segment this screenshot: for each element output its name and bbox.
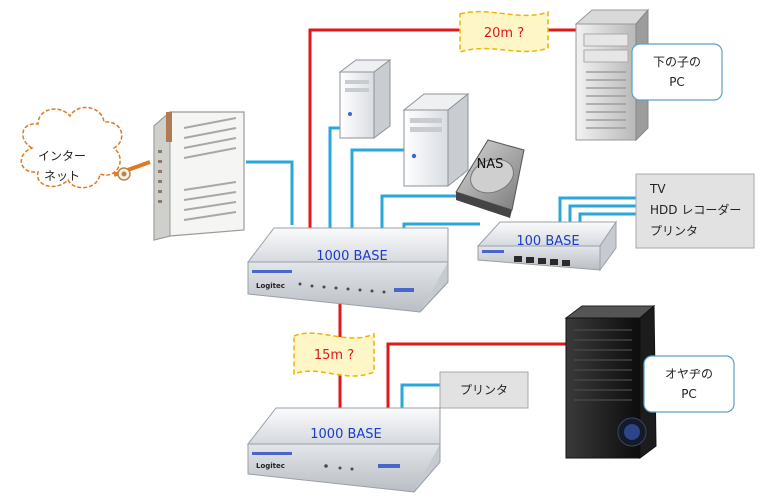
bottom-switch-icon: Logitec 1000 BASE — [246, 407, 441, 493]
kid-pc-label-line1: 下の子の — [653, 55, 701, 69]
server-2-icon — [402, 92, 470, 188]
server-1-icon — [338, 59, 392, 139]
router-icon — [153, 110, 245, 241]
kid-pc-label-box: 下の子の PC — [631, 43, 723, 101]
dad-pc-label-line2: PC — [681, 387, 697, 401]
devices-label-line1: TV — [649, 182, 666, 196]
internet-label-line2: ネット — [44, 169, 80, 183]
cable-router-to-switch — [246, 160, 294, 225]
devices-label-line2: HDD レコーダー — [650, 202, 741, 217]
cable-switch-to-server2 — [350, 148, 406, 228]
cable-100base-to-devices-3 — [578, 212, 636, 222]
main-switch-icon: Logitec 1000 BASE — [246, 227, 449, 313]
small-switch-label: 100 BASE — [516, 234, 579, 249]
distance-callout-top: 20m ? — [459, 10, 549, 54]
main-switch-label: 1000 BASE — [316, 249, 388, 264]
cable-switch-to-nas — [380, 194, 458, 228]
devices-label-line3: プリンタ — [650, 224, 698, 238]
dad-pc-label-line1: オヤヂの — [665, 367, 713, 381]
printer-label-box: プリンタ — [439, 371, 529, 409]
bottom-switch-brand: Logitec — [256, 462, 285, 470]
nas-hdd-icon: NAS — [455, 139, 525, 218]
distance-label-middle: 15m ? — [314, 348, 354, 363]
kid-pc-tower-icon — [574, 8, 650, 142]
cable-switch-to-printer — [400, 383, 440, 412]
cable-100base-to-devices-2 — [568, 204, 636, 222]
bottom-switch-label: 1000 BASE — [310, 427, 382, 442]
dad-pc-tower-icon — [564, 304, 657, 459]
distance-label-top: 20m ? — [484, 26, 524, 41]
distance-callout-middle: 15m ? — [293, 332, 375, 377]
cables — [113, 28, 636, 412]
nas-label: NAS — [477, 157, 504, 172]
kid-pc-label-line2: PC — [669, 75, 685, 89]
devices-label-box: TV HDD レコーダー プリンタ — [635, 173, 755, 249]
cable-switch-to-server1 — [328, 126, 340, 228]
cable-switch-to-dad-pc — [386, 342, 572, 412]
internet-cloud: インター ネット — [20, 106, 131, 189]
small-switch-icon: 100 BASE — [476, 220, 617, 272]
dad-pc-label-box: オヤヂの PC — [643, 355, 735, 413]
main-switch-brand: Logitec — [256, 282, 285, 290]
printer-label: プリンタ — [460, 383, 508, 397]
cable-100base-to-devices-1 — [558, 196, 636, 222]
internet-label-line1: インター — [38, 149, 86, 163]
